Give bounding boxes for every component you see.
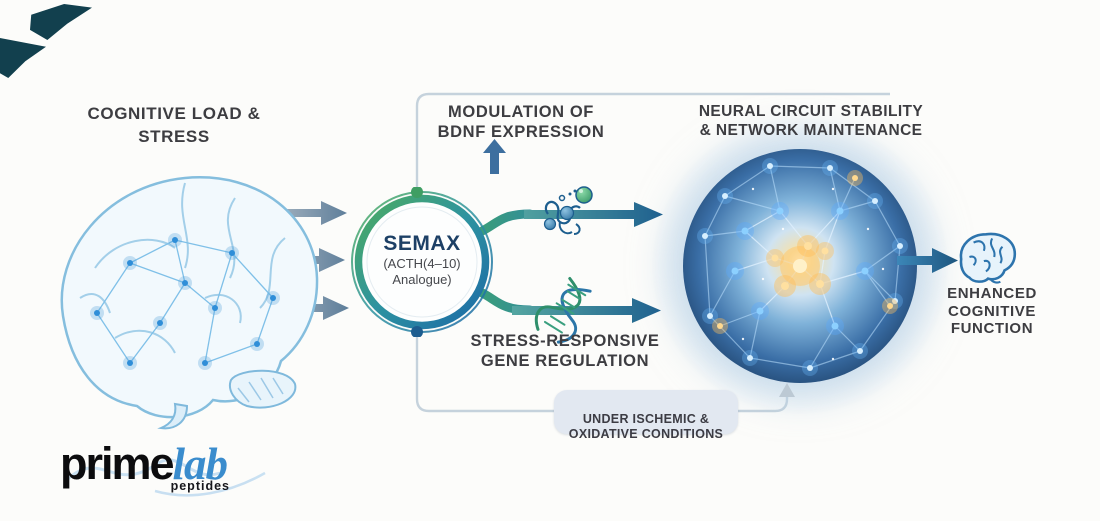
gene-regulation-label: STRESS-RESPONSIVE GENE REGULATION: [470, 332, 660, 370]
enhanced-function-label: ENHANCED COGNITIVE FUNCTION: [947, 285, 1037, 337]
cognitive-load-label: COGNITIVE LOAD & STRESS: [87, 104, 261, 146]
logo-watermark-icon: [66, 458, 266, 497]
bdnf-up-arrow: [483, 139, 506, 174]
logo-lab: lab: [172, 439, 229, 489]
conditions-badge: UNDER ISCHEMIC & OXIDATIVE CONDITIONS: [554, 390, 738, 441]
neural-network-overlay: [697, 158, 908, 376]
gene-pathway-arrow: [512, 298, 661, 323]
logo-wordmark: primelab: [60, 438, 229, 489]
semax-subtitle-line1: (ACTH(4–10): [383, 256, 461, 271]
primelab-logo: primelab peptides: [60, 441, 290, 501]
molecule-icon: [543, 186, 593, 235]
neural-stability-label: NEURAL CIRCUIT STABILITY & NETWORK MAINT…: [698, 103, 924, 139]
neural-network-sphere: [683, 149, 917, 383]
semax-title: SEMAX: [383, 232, 461, 255]
semax-labels: SEMAX (ACTH(4–10) Analogue): [352, 232, 492, 288]
semax-node: [351, 187, 493, 337]
top-node-dot: [411, 187, 423, 198]
conditions-label: UNDER ISCHEMIC & OXIDATIVE CONDITIONS: [568, 411, 724, 442]
bdnf-modulation-label: MODULATION OF BDNF EXPRESSION: [437, 103, 605, 141]
semax-subtitle-line2: Analogue): [392, 272, 452, 287]
bottom-node-dot: [411, 326, 423, 337]
brain-icon: [959, 232, 1017, 284]
dna-icon: [534, 277, 592, 344]
logo-prime: prime: [60, 438, 175, 489]
outcome-arrow: [897, 248, 958, 273]
logo-tagline: peptides: [170, 479, 230, 493]
brain-illustration: [60, 176, 319, 430]
bdnf-pathway-arrow: [524, 202, 663, 227]
conditions-arrowhead: [779, 383, 795, 397]
